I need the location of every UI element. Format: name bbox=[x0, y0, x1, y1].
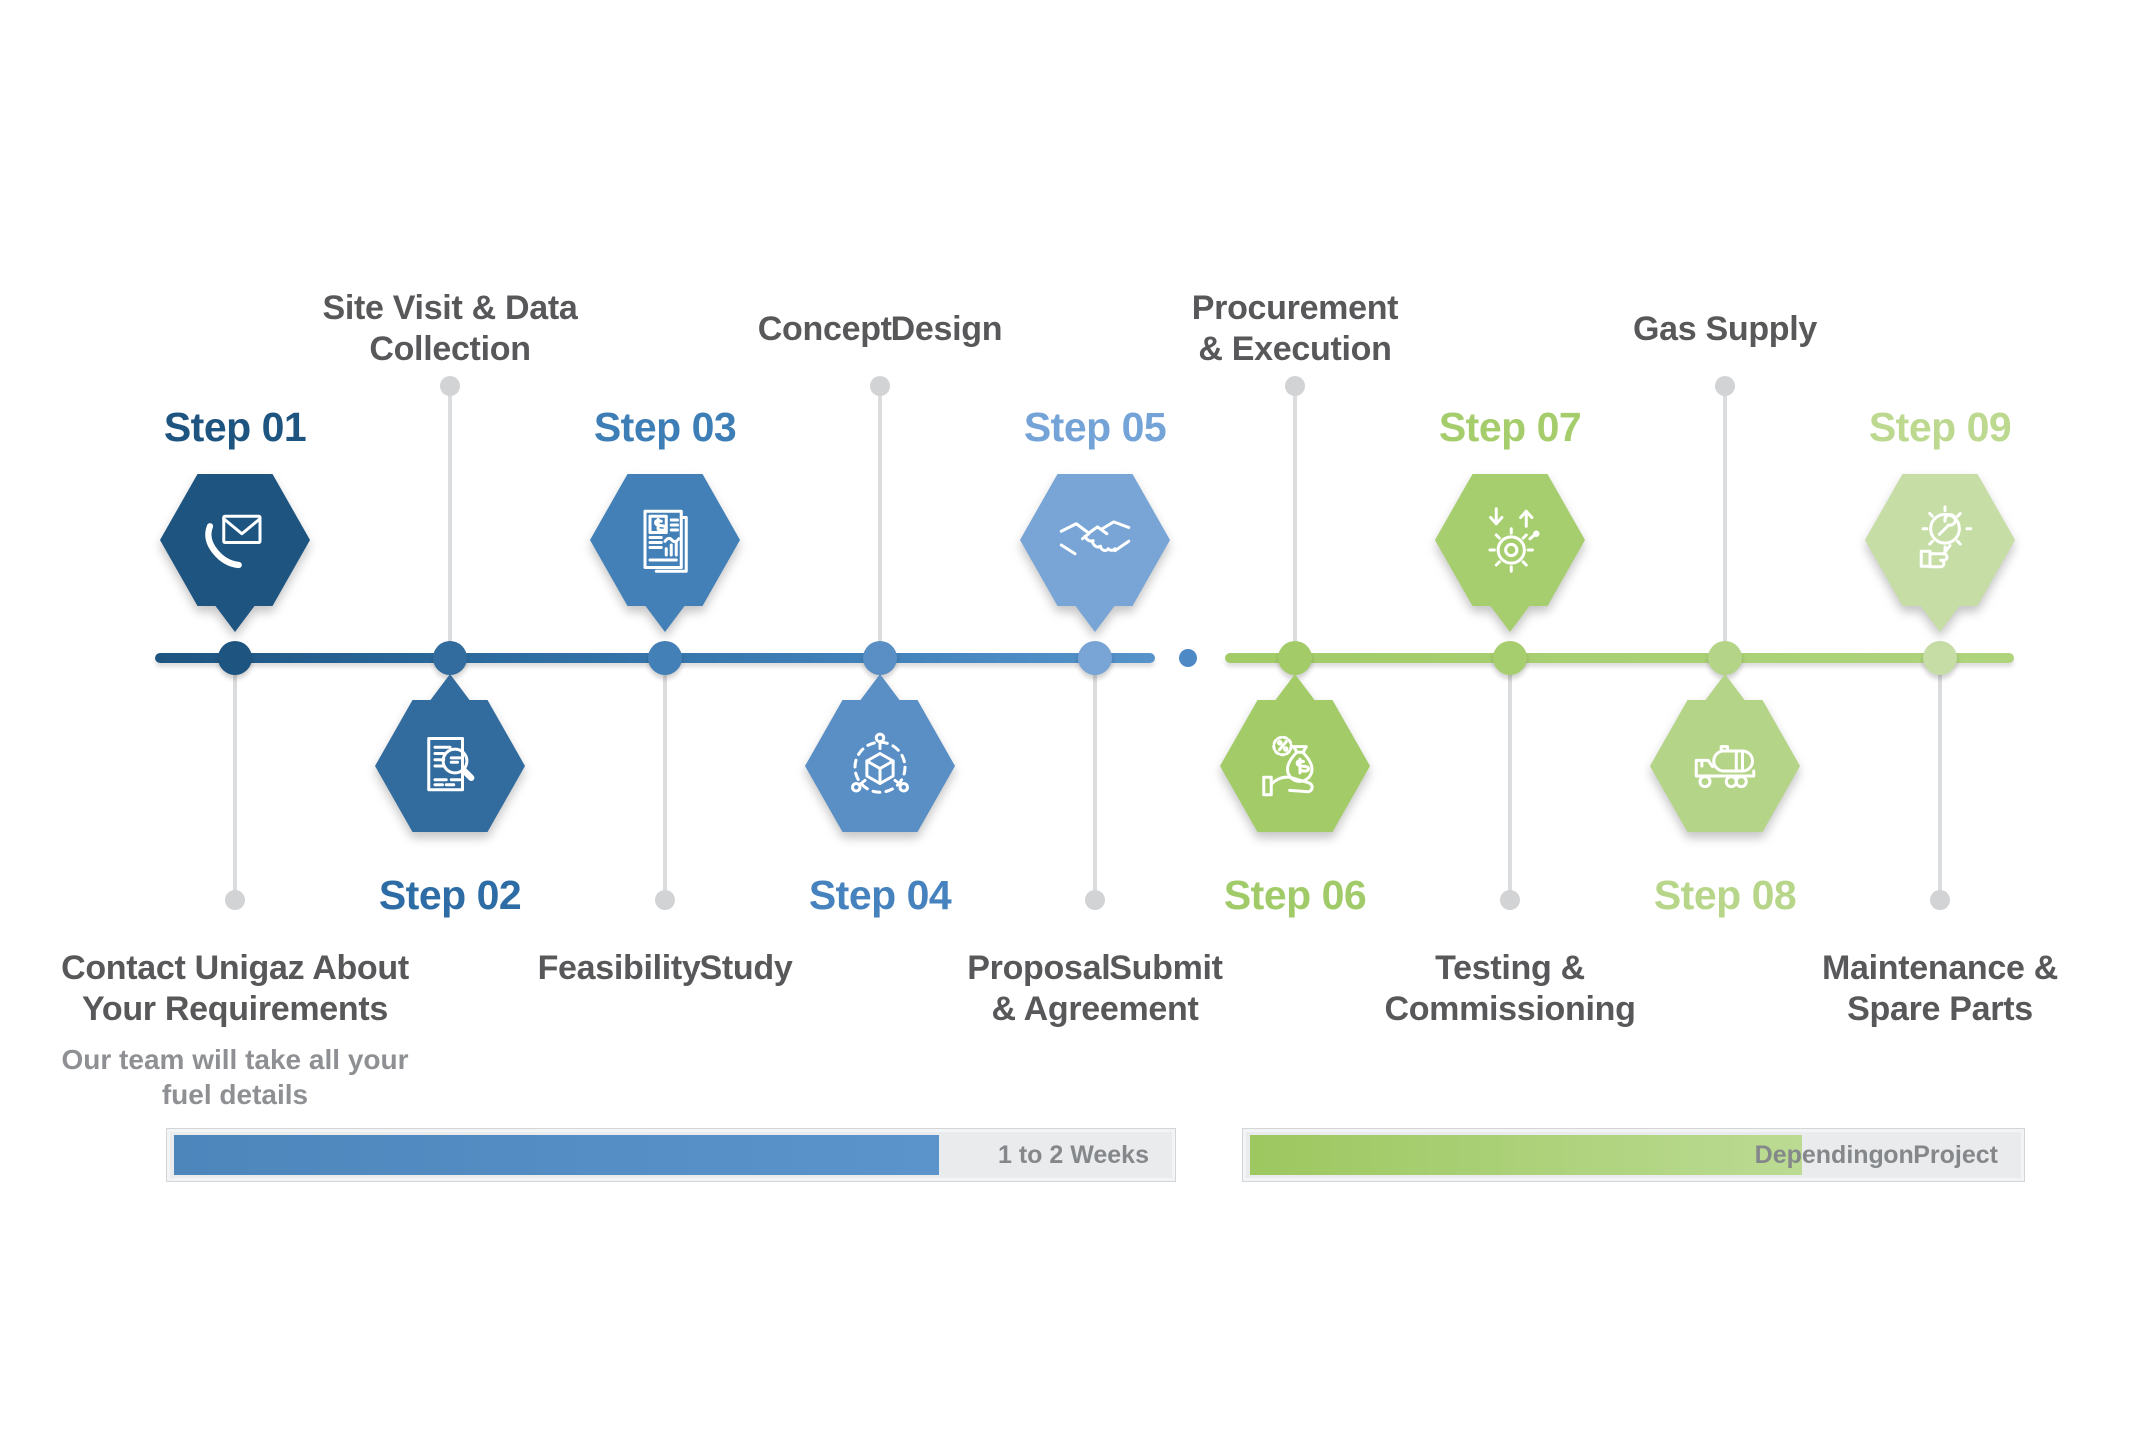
timeline-dot bbox=[1278, 641, 1312, 675]
step-number-label: Step 02 bbox=[378, 872, 522, 918]
timeline-dot bbox=[433, 641, 467, 675]
step-03-group: Step 03 Feasibility Study bbox=[435, 0, 895, 1440]
connector-end-dot bbox=[1285, 376, 1305, 396]
step-hexagon bbox=[1435, 474, 1585, 632]
step-08-group: Step 08 Gas Supply bbox=[1495, 0, 1955, 1440]
connector-line bbox=[663, 660, 667, 900]
phone-mail-icon bbox=[205, 514, 262, 569]
step-06-group: Step 06 Procurement & Execution bbox=[1065, 0, 1525, 1440]
connector-line bbox=[1723, 388, 1727, 658]
gear-arrows-icon bbox=[1488, 507, 1540, 573]
step-number-label: Step 09 bbox=[1868, 404, 2012, 450]
timeline-dot bbox=[648, 641, 682, 675]
step-hexagon bbox=[1020, 474, 1170, 632]
document-search-icon bbox=[427, 737, 475, 792]
step-05-group: Step 05 Proposal Submit & Agreement bbox=[865, 0, 1325, 1440]
step-title: Site Visit & Data Collection bbox=[322, 289, 578, 368]
step-number-label: Step 06 bbox=[1223, 872, 1367, 918]
step-title: Maintenance & Spare Parts bbox=[1821, 949, 2059, 1028]
step-09-group: Step 09 Maintenance & Spare Parts bbox=[1710, 0, 2133, 1440]
step-number-label: Step 05 bbox=[1023, 404, 1167, 450]
step-04-group: Step 04 Concept Design bbox=[650, 0, 1110, 1440]
step-01-group: Step 01 Contact Unigaz About Your Requir… bbox=[5, 0, 465, 1440]
step-subtitle: Our team will take all your fuel details bbox=[61, 1044, 409, 1110]
connector-end-dot bbox=[1930, 890, 1950, 910]
timeline-dot bbox=[218, 641, 252, 675]
timeline-green-line bbox=[1225, 653, 2014, 663]
step-title: Feasibility Study bbox=[537, 949, 793, 987]
step-hexagon bbox=[805, 674, 955, 832]
timeline-dot bbox=[1078, 641, 1112, 675]
progress-fill-green bbox=[1250, 1135, 1803, 1175]
timeline-separator-dot bbox=[1179, 649, 1197, 667]
step-number-label: Step 04 bbox=[808, 872, 952, 918]
timeline-dot bbox=[1493, 641, 1527, 675]
step-number-label: Step 07 bbox=[1438, 404, 1582, 450]
connector-line bbox=[1093, 660, 1097, 900]
step-hexagon bbox=[1865, 474, 2015, 632]
timeline-dot bbox=[863, 641, 897, 675]
step-title: Gas Supply bbox=[1632, 310, 1818, 348]
financial-report-icon bbox=[643, 509, 688, 573]
step-hexagon bbox=[1650, 674, 1800, 832]
connector-line bbox=[233, 660, 237, 900]
connector-end-dot bbox=[225, 890, 245, 910]
timeline-dot bbox=[1708, 641, 1742, 675]
connector-line bbox=[1293, 388, 1297, 658]
progress-bar-blue: 1 to 2 Weeks bbox=[166, 1128, 1176, 1182]
connector-line bbox=[1938, 660, 1942, 900]
connector-end-dot bbox=[440, 376, 460, 396]
step-number-label: Step 03 bbox=[593, 404, 737, 450]
connector-end-dot bbox=[1715, 376, 1735, 396]
connector-line bbox=[878, 388, 882, 658]
step-title: Concept Design bbox=[757, 310, 1003, 348]
progress-label-green: Depending on Project bbox=[1754, 1140, 1998, 1169]
timeline-dot bbox=[1923, 641, 1957, 675]
connector-line bbox=[1508, 660, 1512, 900]
step-hexagon bbox=[590, 474, 740, 632]
connector-end-dot bbox=[655, 890, 675, 910]
handshake-icon bbox=[1059, 520, 1131, 556]
progress-bar-green: Depending on Project bbox=[1242, 1128, 2025, 1182]
connector-end-dot bbox=[870, 376, 890, 396]
step-hexagon bbox=[1220, 674, 1370, 832]
progress-fill-blue bbox=[174, 1135, 940, 1175]
connector-end-dot bbox=[1085, 890, 1105, 910]
step-hexagon bbox=[160, 474, 310, 632]
connector-end-dot bbox=[1500, 890, 1520, 910]
step-title: Procurement & Execution bbox=[1191, 289, 1399, 368]
step-07-group: Step 07 Testing & Commissioning bbox=[1280, 0, 1740, 1440]
gear-wrench-hand-icon bbox=[1919, 505, 1973, 569]
step-number-label: Step 01 bbox=[163, 404, 307, 450]
step-title: Contact Unigaz About Your Requirements bbox=[61, 949, 409, 1028]
step-title: Testing & Commissioning bbox=[1384, 949, 1636, 1028]
step-title: Proposal Submit & Agreement bbox=[967, 949, 1223, 1028]
tanker-truck-icon bbox=[1694, 745, 1756, 789]
step-number-label: Step 08 bbox=[1653, 872, 1797, 918]
cube-network-icon bbox=[851, 732, 909, 794]
step-hexagon bbox=[375, 674, 525, 832]
money-hand-icon bbox=[1262, 735, 1314, 797]
connector-line bbox=[448, 388, 452, 658]
progress-label-blue: 1 to 2 Weeks bbox=[997, 1140, 1149, 1169]
step-02-group: Step 02 Site Visit & Data Collection bbox=[220, 0, 680, 1440]
